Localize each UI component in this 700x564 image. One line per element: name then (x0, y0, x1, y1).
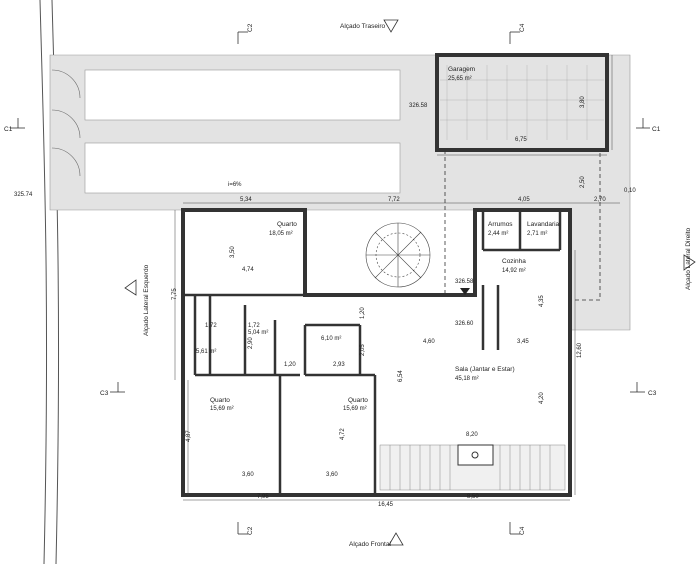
level-marker-2: 325.74 (14, 192, 33, 198)
fireplace-symbol (471, 451, 479, 459)
lawn-strip-2 (84, 142, 401, 194)
dim-380: 3,80 (580, 96, 586, 108)
elevation-left-label: Alçado Lateral Esquerdo (143, 264, 150, 336)
room-garagem-area: 25,65 m² (448, 76, 472, 82)
section-c3-left: C3 (100, 390, 109, 397)
dimension-labels: 5,34 7,72 4,05 2,70 0,10 6,75 3,80 2,50 … (172, 96, 636, 508)
room-lavandaria-name: Lavandaria (527, 221, 560, 228)
room-quarto-mid-area: 15,69 m² (343, 406, 367, 412)
section-c4-top: C4 (519, 23, 526, 32)
room-sala-name: Sala (Jantar e Estar) (455, 366, 515, 373)
room-quarto-mid-name: Quarto (348, 397, 368, 404)
dim-345: 3,45 (517, 339, 529, 345)
section-c3-right: C3 (648, 390, 657, 397)
room-wc2-area: 5,61 m² (196, 349, 216, 355)
lawn-strip-1 (84, 69, 401, 121)
elevation-right-label: Alçado Lateral Direito (685, 227, 692, 290)
dim-290: 2,90 (248, 337, 254, 349)
level-arrow-icon (460, 288, 470, 295)
section-c1-right: C1 (652, 126, 661, 133)
gate-arc-1 (51, 69, 81, 99)
section-c4-bottom: C4 (519, 526, 526, 535)
section-c1-left: C1 (4, 126, 13, 133)
slope-label: i=6% (228, 182, 242, 188)
dim-487: 4,87 (186, 430, 192, 442)
room-sala-area: 45,18 m² (455, 376, 479, 382)
dim-360a: 3,60 (242, 472, 254, 478)
dim-795: 7,95 (257, 494, 269, 500)
room-quarto-main-area: 18,05 m² (269, 231, 293, 237)
dim-534: 5,34 (240, 197, 252, 203)
dim-654: 6,54 (398, 370, 404, 382)
room-quarto-main-name: Quarto (277, 221, 297, 228)
room-cozinha-name: Cozinha (502, 258, 526, 265)
gate-arc-3 (51, 147, 81, 177)
garage-outer (435, 53, 609, 152)
dim-120b: 1,20 (284, 362, 296, 368)
garage-grid (440, 65, 604, 140)
dim-1645: 16,45 (378, 502, 394, 508)
room-quarto-left-name: Quarto (210, 397, 230, 404)
dim-420: 4,20 (539, 392, 545, 404)
dim-435: 4,35 (539, 295, 545, 307)
room-arrumos-area: 2,44 m² (488, 231, 508, 237)
fireplace (457, 444, 494, 466)
dim-205: 2,05 (360, 344, 366, 356)
dim-172a: 1,72 (205, 323, 217, 329)
dim-460: 4,60 (423, 339, 435, 345)
dim-270: 2,70 (594, 197, 606, 203)
room-cozinha-area: 14,92 m² (502, 268, 526, 274)
tree-icon (365, 222, 431, 288)
dim-250: 2,50 (580, 176, 586, 188)
dim-820: 8,20 (466, 432, 478, 438)
dim-120a: 1,20 (360, 307, 366, 319)
gate-arc-2 (51, 109, 81, 139)
dim-360b: 3,60 (326, 472, 338, 478)
room-wc3-area: 6,10 m² (321, 336, 341, 342)
level-marker-1: 326.58 (409, 103, 428, 109)
level-marker-4: 326.60 (455, 321, 474, 327)
level-marker-3: 326.58 (455, 279, 474, 285)
dim-405: 4,05 (518, 197, 530, 203)
dim-772: 7,72 (388, 197, 400, 203)
room-lavandaria-area: 2,71 m² (527, 231, 547, 237)
elevation-rear-label: Alçado Traseiro (340, 23, 386, 30)
dim-775: 7,75 (172, 288, 178, 300)
dim-350: 3,50 (230, 246, 236, 258)
dim-172b: 1,72 (248, 323, 260, 329)
room-garagem-name: Garagem (448, 66, 475, 73)
dimension-lines (174, 55, 620, 501)
dim-293: 2,93 (333, 362, 345, 368)
room-arrumos-name: Arrumos (488, 221, 513, 228)
interior-walls (183, 210, 562, 495)
dim-474: 4,74 (242, 267, 254, 273)
section-c2-bottom: C2 (247, 526, 254, 535)
dim-1260: 12,60 (577, 342, 583, 358)
dim-675: 6,75 (515, 137, 527, 143)
elevation-front-label: Alçado Frontal (349, 541, 391, 548)
dim-850: 8,50 (467, 494, 479, 500)
room-quarto-left-area: 15,69 m² (210, 406, 234, 412)
dim-472: 4,72 (340, 428, 346, 440)
site-boundary-line (39, 0, 48, 564)
room-wc1-area: 5,04 m² (248, 330, 268, 336)
section-c2-top: C2 (247, 23, 254, 32)
section-marks (10, 31, 650, 535)
elevation-triangles (124, 19, 696, 546)
dim-010: 0,10 (624, 188, 636, 194)
